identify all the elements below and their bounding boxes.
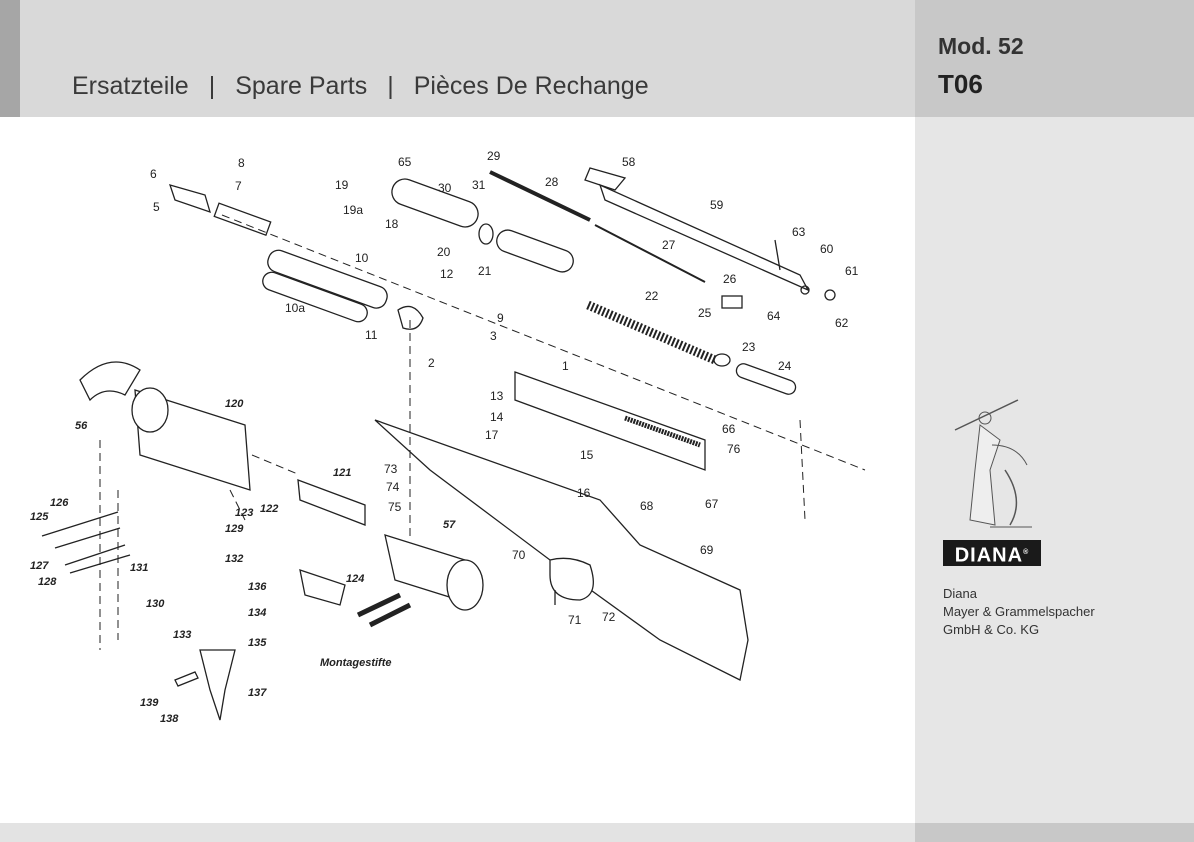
label-62: 62 [835, 316, 849, 330]
label-5: 5 [153, 200, 160, 214]
label-13: 13 [490, 389, 504, 403]
label-24: 24 [778, 359, 792, 373]
label-63: 63 [792, 225, 806, 239]
footer-bar [0, 823, 915, 842]
label-130: 130 [146, 598, 165, 610]
label-8: 8 [238, 156, 245, 170]
label-135: 135 [248, 637, 267, 649]
label-132: 132 [225, 553, 243, 565]
side-panel [915, 0, 1194, 842]
title-separator: | [387, 72, 394, 100]
label-73: 73 [384, 462, 398, 476]
label-56: 56 [75, 420, 88, 432]
label-137: 137 [248, 687, 267, 699]
label-129: 129 [225, 523, 244, 535]
label-68: 68 [640, 499, 654, 513]
diagram-code: T06 [938, 69, 983, 99]
label-65: 65 [398, 155, 412, 169]
label-125: 125 [30, 511, 49, 523]
label-14: 14 [490, 410, 504, 424]
label-20: 20 [437, 245, 451, 259]
label-3: 3 [490, 329, 497, 343]
label-12: 12 [440, 267, 454, 281]
footer-bar-side [915, 823, 1194, 842]
label-25: 25 [698, 306, 712, 320]
label-123: 123 [235, 507, 253, 519]
label-19a: 19a [343, 203, 363, 217]
company-line-1: Diana [943, 586, 977, 601]
label-montagestifte: Montagestifte [320, 657, 392, 669]
label-59: 59 [710, 198, 724, 212]
label-72: 72 [602, 610, 616, 624]
title-separator: | [208, 72, 216, 100]
label-64: 64 [767, 309, 781, 323]
label-16: 16 [577, 486, 591, 500]
model-label: Mod. 52 [938, 33, 1024, 59]
label-15: 15 [580, 448, 594, 462]
label-121: 121 [333, 467, 351, 479]
label-66: 66 [722, 422, 736, 436]
label-75: 75 [388, 500, 402, 514]
label-127: 127 [30, 560, 49, 572]
label-26: 26 [723, 272, 737, 286]
label-126: 126 [50, 497, 69, 509]
label-23: 23 [742, 340, 756, 354]
label-133: 133 [173, 629, 191, 641]
label-57: 57 [443, 519, 456, 531]
label-27: 27 [662, 238, 676, 252]
label-61: 61 [845, 264, 859, 278]
page-title: Ersatzteile | Spare Parts | Pièces De Rechan… [72, 72, 649, 101]
label-6: 6 [150, 167, 157, 181]
label-128: 128 [38, 576, 57, 588]
label-18: 18 [385, 217, 399, 231]
label-30: 30 [438, 181, 452, 195]
part-labels: 6 8 7 5 19 65 19a 18 30 31 29 28 58 59 6… [30, 149, 859, 725]
label-29: 29 [487, 149, 501, 163]
company-line-3: GmbH & Co. KG [943, 622, 1040, 637]
label-22: 22 [645, 289, 659, 303]
label-60: 60 [820, 242, 834, 256]
label-134: 134 [248, 607, 266, 619]
title-french: Pièces De Rechange [413, 72, 649, 100]
label-69: 69 [700, 543, 714, 557]
label-21: 21 [478, 264, 492, 278]
label-10a: 10a [285, 301, 305, 315]
exploded-parts-diagram: 6 8 7 5 19 65 19a 18 30 31 29 28 58 59 6… [30, 149, 866, 725]
label-31: 31 [472, 178, 486, 192]
title-german: Ersatzteile [72, 72, 189, 100]
label-58: 58 [622, 155, 636, 169]
header-band [0, 0, 915, 117]
label-124: 124 [346, 573, 364, 585]
label-9: 9 [497, 311, 504, 325]
label-7: 7 [235, 179, 242, 193]
label-19: 19 [335, 178, 349, 192]
label-1: 1 [562, 359, 569, 373]
label-120: 120 [225, 398, 244, 410]
label-10: 10 [355, 251, 369, 265]
label-71: 71 [568, 613, 582, 627]
label-139: 139 [140, 697, 159, 709]
label-11: 11 [365, 328, 378, 342]
label-122: 122 [260, 503, 278, 515]
label-76: 76 [727, 442, 741, 456]
label-131: 131 [130, 562, 148, 574]
header-accent-bar [0, 0, 20, 117]
label-70: 70 [512, 548, 526, 562]
label-2: 2 [428, 356, 435, 370]
label-136: 136 [248, 581, 267, 593]
side-panel-header [915, 0, 1194, 117]
label-138: 138 [160, 713, 179, 725]
label-28: 28 [545, 175, 559, 189]
label-17: 17 [485, 428, 499, 442]
company-address: Diana Mayer & Grammelspacher GmbH & Co. … [943, 585, 1095, 639]
label-74: 74 [386, 480, 400, 494]
company-line-2: Mayer & Grammelspacher [943, 604, 1095, 619]
logo-text: DIANA [954, 544, 1024, 567]
diana-logo: DIANA® [943, 540, 1041, 567]
title-english: Spare Parts [235, 72, 368, 100]
label-67: 67 [705, 497, 719, 511]
